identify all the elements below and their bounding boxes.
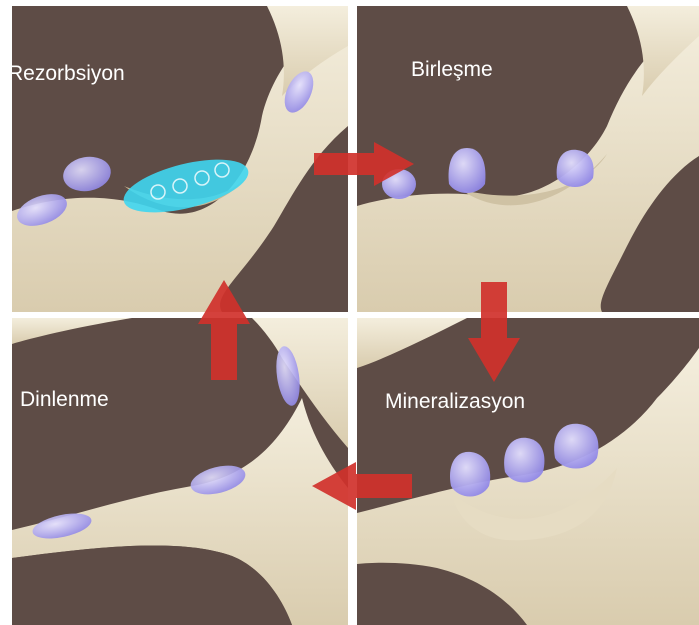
arrow-down-icon [468,282,520,382]
stage-label-quiescence: Dinlenme [20,388,109,412]
panel-quiescence: Dinlenme [12,318,348,625]
osteoblast-cell [449,148,486,193]
bone-upper-left [357,318,467,368]
stage-label-reversal: Birleşme [411,58,493,82]
arrow-down [468,282,520,382]
arrow-left-icon [312,462,412,510]
arrow-up-icon [198,280,250,380]
stage-label-resorption: Rezorbsiyon [12,62,125,86]
panel-resorption: Rezorbsiyon [12,6,348,312]
resorption-illustration [12,6,348,312]
arrow-left [312,462,412,510]
osteoblast-cell [504,438,544,483]
osteoblast-cell [450,452,490,497]
stage-label-mineralization: Mineralizasyon [385,390,525,414]
osteoblast-cell [557,150,594,187]
arrow-right-icon [314,142,414,186]
quiescence-illustration [12,318,348,625]
arrow-right [314,142,414,186]
lining-cell [60,153,113,195]
osteoblast-cell [554,424,598,469]
arrow-up [198,280,250,380]
